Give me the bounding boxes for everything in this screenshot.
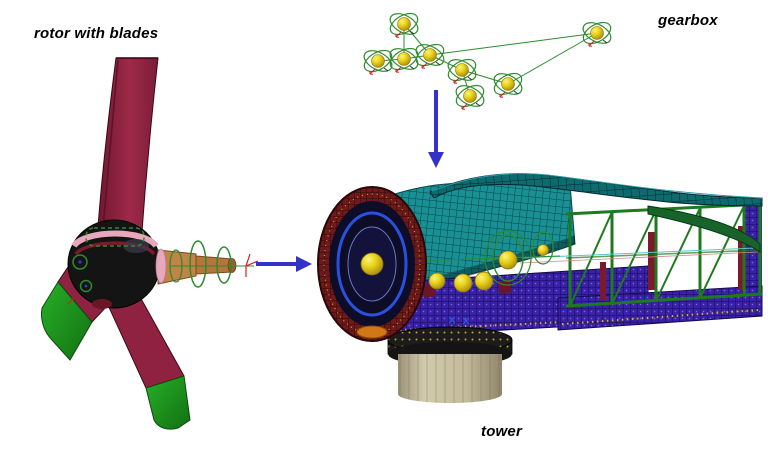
gearbox-joint-node — [579, 17, 615, 49]
gearbox-joint-node — [490, 68, 526, 100]
label-gearbox: gearbox — [658, 12, 718, 29]
gearbox-joint-node — [444, 54, 480, 86]
gearbox-joint-node — [360, 45, 396, 77]
gearbox-joint-node — [452, 80, 488, 112]
rotor-blade-top — [95, 57, 159, 259]
arrow-gearbox-to-nacelle-icon — [428, 90, 444, 168]
nacelle-model — [317, 173, 763, 403]
rotor-shaft — [155, 248, 237, 285]
gearbox-model — [360, 8, 615, 112]
rotor-blade-lower-right — [101, 285, 191, 430]
label-rotor-with-blades: rotor with blades — [34, 25, 159, 42]
nacelle-front-ring — [317, 186, 427, 342]
shaft-joint-wireframes-icon — [169, 240, 259, 288]
tower-model — [387, 326, 513, 403]
label-tower: tower — [481, 423, 523, 440]
nacelle-canopy — [429, 173, 763, 253]
rotor-with-blades-model — [41, 57, 259, 430]
arrow-rotor-to-nacelle-icon — [256, 256, 312, 272]
rotor-hub — [67, 219, 161, 309]
nacelle-truss-frame — [519, 202, 763, 331]
tower-body — [398, 354, 502, 403]
